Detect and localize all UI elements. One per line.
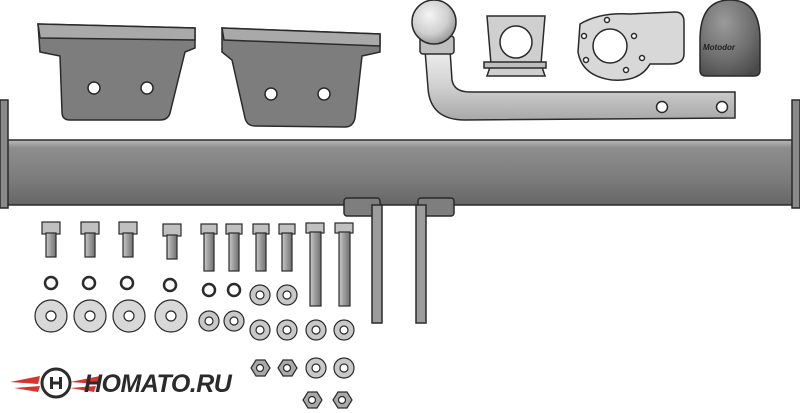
cap-label: Motodor: [703, 43, 736, 52]
flat-washer-large: [34, 299, 188, 333]
tow-ball-arm: [411, 0, 736, 121]
bolt: [305, 222, 325, 307]
bracket-right: [221, 27, 381, 128]
bolt: [252, 223, 270, 272]
bolt: [162, 223, 182, 260]
nuts: [250, 359, 353, 409]
socket-plate: [577, 11, 685, 81]
washers: [34, 275, 355, 379]
socket-bracket: [483, 15, 547, 77]
ball-cap: Motodor: [699, 0, 761, 77]
bolt: [200, 223, 218, 272]
bolt: [118, 221, 138, 258]
bolt: [278, 223, 296, 272]
bolt: [41, 221, 61, 258]
homato-logo: [10, 367, 100, 399]
bolts: [41, 221, 354, 307]
brand-logo-text: HOMATO.RU: [84, 370, 232, 398]
bracket-left: [37, 23, 196, 121]
bolt: [334, 222, 354, 307]
bolt: [225, 223, 243, 272]
bolt: [80, 221, 100, 258]
flat-washer-small: [198, 284, 355, 379]
crossbar: [0, 99, 800, 324]
spring-washer: [43, 275, 242, 298]
